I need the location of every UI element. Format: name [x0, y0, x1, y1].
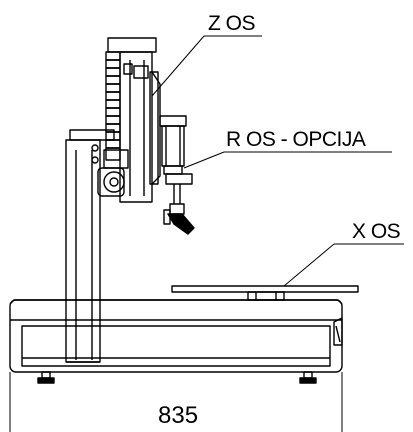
vertical-column — [65, 129, 115, 363]
base-cabinet — [9, 299, 343, 373]
width-dimension-value: 835 — [158, 402, 199, 429]
dimension-line — [9, 372, 343, 432]
r-axis-label: R OS - OPCIJA — [226, 128, 366, 151]
r-axis-head — [159, 115, 195, 235]
leader-lines — [151, 35, 404, 287]
x-table — [171, 285, 359, 301]
leveling-feet — [37, 371, 317, 384]
z-axis-assembly — [97, 37, 161, 203]
z-axis-label: Z OS — [208, 12, 256, 35]
x-axis-label: X OS — [352, 220, 401, 243]
